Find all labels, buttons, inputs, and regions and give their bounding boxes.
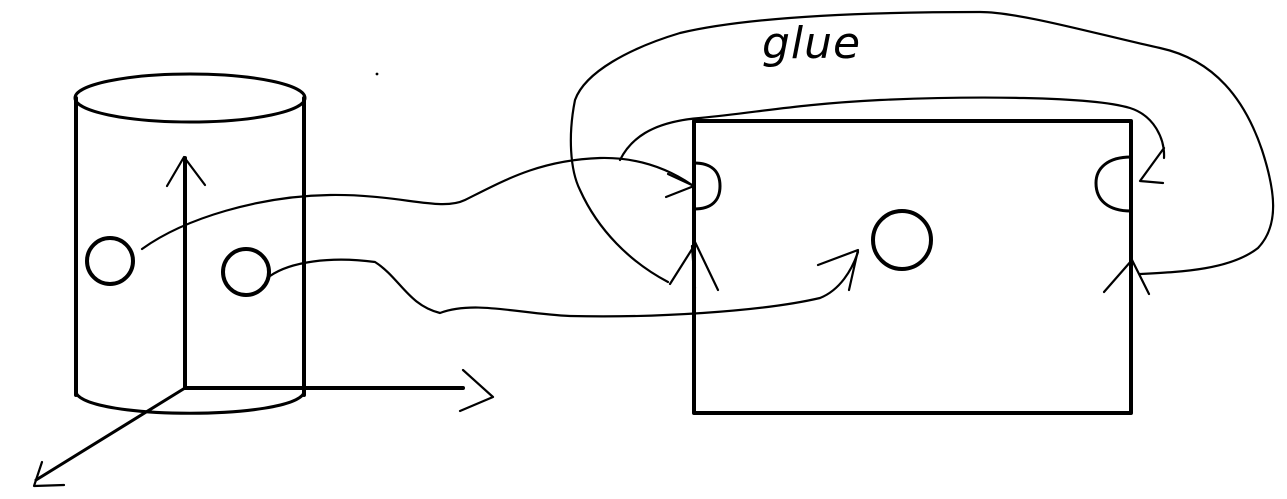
connector-center-arrowhead	[816, 248, 860, 292]
rectangle-block	[692, 119, 1133, 415]
right-bottom-arrowhead-left	[1102, 258, 1134, 294]
cylinder-top-ellipse	[73, 72, 307, 124]
cylinder-hole-right	[221, 247, 271, 297]
stray-dot	[375, 72, 379, 76]
rectangle-center-hole	[871, 209, 933, 271]
axis-diagonal	[34, 386, 187, 482]
connector-right-notch-arrowhead	[1138, 146, 1166, 185]
connector-inner-loop	[618, 96, 1166, 162]
connector-hole-left-arrowhead	[664, 172, 696, 199]
coordinate-axes	[32, 155, 495, 488]
rectangle-right-notch	[1094, 155, 1133, 213]
rectangle-left-notch	[692, 161, 722, 211]
cylinder-hole-left	[85, 236, 135, 286]
cylinder-bottom-arc	[74, 391, 306, 415]
connector-hole-right-to-center-hole	[268, 250, 860, 318]
left-bottom-arrowhead-right	[693, 240, 720, 292]
left-bottom-arrowhead-left	[668, 244, 696, 286]
axis-vertical-arrowhead	[165, 155, 207, 188]
glue-label: glue	[762, 18, 862, 69]
axis-diagonal-arrowhead	[32, 460, 66, 488]
connections	[140, 10, 1275, 318]
axis-horizontal-arrowhead	[458, 368, 495, 413]
right-bottom-arrowhead	[1129, 256, 1151, 296]
connector-hole-left-to-left-notch	[140, 156, 694, 251]
connector-outer-loop	[569, 10, 1275, 284]
cylinder	[73, 72, 307, 415]
left-bottom-arrowhead	[690, 244, 697, 290]
